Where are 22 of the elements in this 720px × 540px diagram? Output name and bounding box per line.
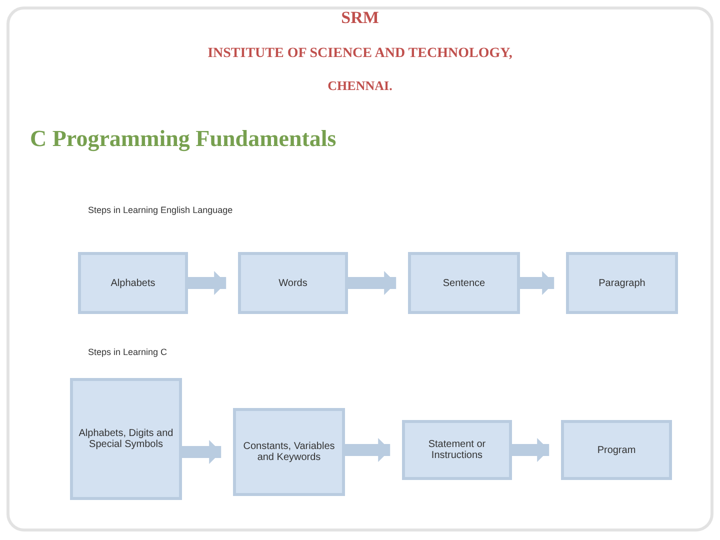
box-label: Paragraph [598, 278, 646, 288]
process-box [233, 408, 345, 496]
box-label: Sentence [442, 278, 486, 288]
box-label: Alphabets, Digits and Special Symbols [78, 428, 174, 450]
box-label: Alphabets [110, 278, 156, 288]
box-label: Program [597, 444, 636, 456]
process-box [561, 420, 672, 480]
institute-city: CHENNAI. [326, 78, 394, 94]
institute-name: INSTITUTE OF SCIENCE AND TECHNOLOGY, [206, 46, 514, 62]
box-label: Statement or Instructions [427, 439, 487, 461]
box-label: Constants, Variables and Keywords [242, 441, 336, 463]
process-box [70, 378, 182, 500]
process-box [408, 252, 520, 314]
process-box [238, 252, 348, 314]
process-box [402, 420, 512, 480]
box-label: Words [278, 278, 308, 288]
section-heading: Steps in Learning English Language [88, 205, 233, 215]
slide-title: C Programming Fundamentals [30, 126, 336, 152]
process-box [78, 252, 188, 314]
institute-name: SRM [340, 8, 380, 28]
process-box [566, 252, 678, 314]
section-heading: Steps in Learning C [88, 347, 168, 357]
